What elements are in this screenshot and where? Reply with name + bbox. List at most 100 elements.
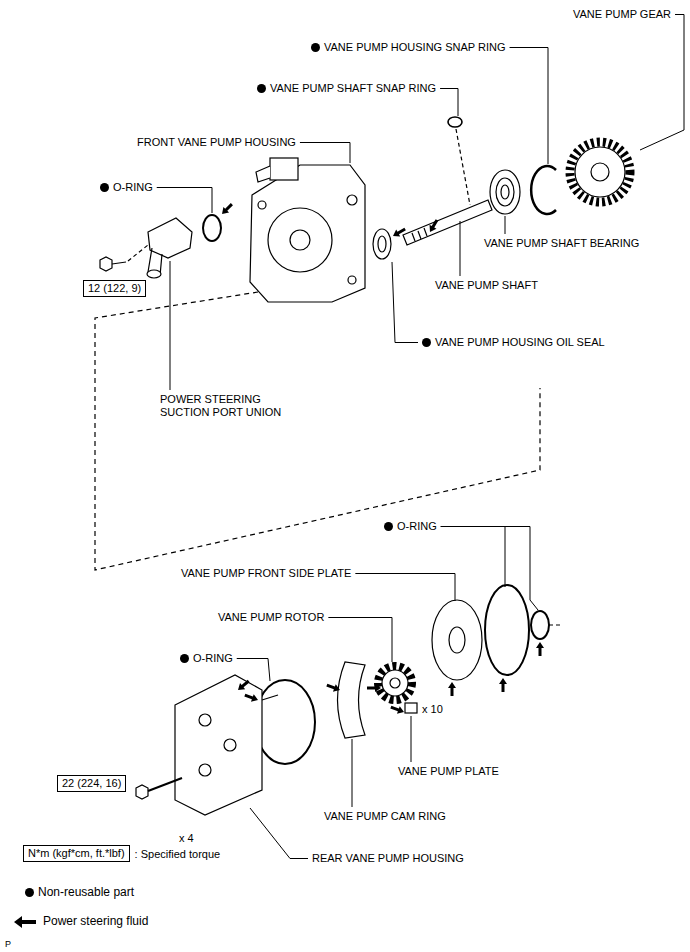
part-name: VANE PUMP FRONT SIDE PLATE xyxy=(180,567,352,580)
part-name: VANE PUMP CAM RING xyxy=(323,810,447,823)
housing-bore-inner xyxy=(290,230,310,250)
non-reusable-mark xyxy=(257,84,266,93)
gear-body xyxy=(575,147,625,197)
part-name: VANE PUMP HOUSING SNAP RING xyxy=(310,41,507,54)
fluid-arrow xyxy=(499,678,507,692)
fluid-arrow xyxy=(325,681,341,693)
o-ring xyxy=(255,680,315,764)
housing-port xyxy=(224,739,236,751)
assembly-line xyxy=(128,245,148,261)
label-text: x 10 xyxy=(422,703,443,715)
part-name: VANE PUMP HOUSING OIL SEAL xyxy=(421,336,606,349)
fluid-arrow xyxy=(391,226,407,240)
part-name: VANE PUMP SHAFT xyxy=(434,279,539,292)
front-housing xyxy=(250,165,365,302)
assembly-line xyxy=(456,129,470,205)
o-ring xyxy=(531,611,549,639)
fluid-arrow xyxy=(427,218,441,234)
housing-fitting xyxy=(270,158,298,180)
leader-line xyxy=(237,659,270,682)
label-text: VANE PUMP PLATE xyxy=(398,765,499,777)
part-name: VANE PUMP PLATE xyxy=(397,765,500,778)
part-name: VANE PUMP SHAFT BEARING xyxy=(483,237,640,250)
union-pipe-end xyxy=(147,270,161,278)
legend-text: Power steering fluid xyxy=(43,914,148,928)
part-name: VANE PUMP SHAFT SNAP RING xyxy=(256,82,437,95)
parts-illustration xyxy=(95,117,630,815)
label-text: 22 (224, 16) xyxy=(62,777,121,789)
non-reusable-mark xyxy=(422,338,431,347)
legend-symbol xyxy=(25,888,34,897)
rotor-vanes xyxy=(378,666,412,700)
assembly-line xyxy=(95,292,540,570)
housing-port xyxy=(199,764,211,776)
label-text: VANE PUMP FRONT SIDE PLATE xyxy=(181,567,351,579)
leader-line xyxy=(510,48,548,165)
bolt-head xyxy=(100,257,112,271)
leader-line xyxy=(505,216,506,234)
cam-ring xyxy=(338,662,366,738)
part-name: VANE PUMP GEAR xyxy=(572,8,672,21)
rear-housing xyxy=(175,675,262,815)
part-name: FRONT VANE PUMP HOUSING xyxy=(136,136,297,149)
rotor-body xyxy=(382,670,408,696)
leader-line xyxy=(250,808,308,859)
label-text: VANE PUMP CAM RING xyxy=(324,810,446,822)
dowel-pin xyxy=(262,695,278,700)
label-text: VANE PUMP SHAFT SNAP RING xyxy=(270,82,436,94)
leader-line xyxy=(460,221,461,276)
legend-text: Non-reusable part xyxy=(38,885,134,899)
label-text: FRONT VANE PUMP HOUSING xyxy=(137,136,296,148)
bolt-hole xyxy=(258,201,266,209)
quantity: x 10 xyxy=(421,703,444,716)
leader-line xyxy=(411,716,412,762)
housing-tube xyxy=(256,166,270,182)
quantity: x 4 xyxy=(178,832,195,845)
fluid-arrow xyxy=(448,682,456,696)
leader-line xyxy=(157,188,212,214)
fluid-arrow xyxy=(235,678,251,693)
part-name: VANE PUMP ROTOR xyxy=(217,611,325,624)
leader-line xyxy=(440,89,458,117)
label-text: REAR VANE PUMP HOUSING xyxy=(312,852,464,864)
bolt-shaft xyxy=(148,778,182,791)
o-ring xyxy=(485,585,529,675)
label-text: P xyxy=(5,939,11,949)
fluid-arrow xyxy=(536,642,544,656)
part-name: O-RING xyxy=(99,181,154,194)
fluid-arrows xyxy=(14,201,544,928)
side-plate xyxy=(432,600,482,680)
suction-union xyxy=(148,218,192,258)
small-snap-ring xyxy=(448,117,462,127)
side-plate-hole xyxy=(449,627,465,653)
gear-hole xyxy=(591,163,609,181)
label-text: 12 (122, 9) xyxy=(88,282,141,294)
label-text: VANE PUMP GEAR xyxy=(573,8,671,20)
leader-line xyxy=(328,618,392,663)
label-text: VANE PUMP SHAFT BEARING xyxy=(484,237,639,249)
label-text: VANE PUMP ROTOR xyxy=(218,611,324,623)
fluid-arrow xyxy=(219,201,235,217)
leader-line xyxy=(355,574,455,602)
non-reusable-mark xyxy=(384,522,393,531)
label-text: VANE PUMP HOUSING SNAP RING xyxy=(324,41,506,53)
leader-line xyxy=(300,143,350,164)
snap-ring xyxy=(531,166,556,214)
legend-entry: Non-reusable part xyxy=(24,886,135,899)
fluid-arrow xyxy=(389,703,405,715)
non-reusable-mark xyxy=(311,43,320,52)
bolt-shaft xyxy=(112,262,126,264)
part-name: O-RING xyxy=(383,520,438,533)
label-text: VANE PUMP SHAFT xyxy=(435,279,538,291)
leader-line xyxy=(441,527,505,588)
label-text: O-RING xyxy=(397,520,437,532)
non-reusable-mark xyxy=(100,183,109,192)
label-text: POWER STEERING SUCTION PORT UNION xyxy=(160,393,281,418)
housing-port xyxy=(199,714,211,726)
bolt-hole xyxy=(347,195,357,205)
torque-note: : Specified torque xyxy=(134,848,222,861)
torque-unit-key: N*m (kgf*cm, ft.*lbf) xyxy=(23,845,130,862)
torque-value: 22 (224, 16) xyxy=(57,775,126,792)
bearing-outer xyxy=(490,170,520,214)
leader-line xyxy=(640,15,684,151)
